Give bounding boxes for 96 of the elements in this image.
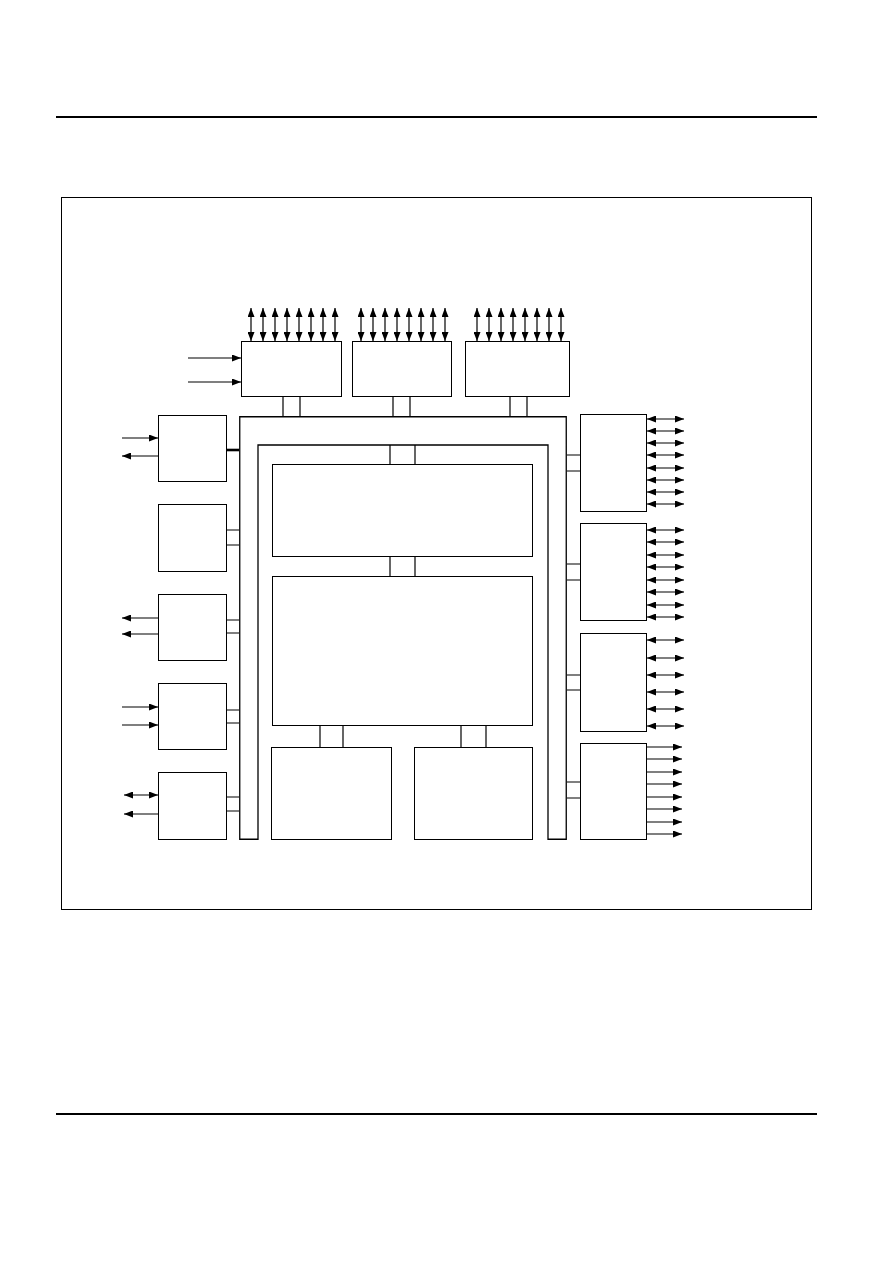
arrow xyxy=(646,538,685,546)
arrow xyxy=(121,703,159,711)
arrow xyxy=(646,654,685,662)
function-block xyxy=(352,341,452,397)
function-block xyxy=(271,747,392,840)
arrow xyxy=(646,613,685,621)
bus-connector xyxy=(226,709,240,724)
arrow xyxy=(123,810,159,818)
bus-connector xyxy=(392,396,411,417)
arrow xyxy=(646,743,683,751)
arrow xyxy=(533,307,541,342)
bus-connector xyxy=(319,725,344,748)
arrow xyxy=(646,551,685,559)
bus-connector xyxy=(460,725,487,748)
arrow xyxy=(646,588,685,596)
arrow xyxy=(646,636,685,644)
arrow xyxy=(646,768,683,776)
arrow xyxy=(646,688,685,696)
function-block xyxy=(580,414,647,512)
arrow xyxy=(646,488,685,496)
arrow xyxy=(646,500,685,508)
function-block xyxy=(158,594,227,661)
function-block xyxy=(580,633,647,732)
arrow xyxy=(646,563,685,571)
arrow xyxy=(187,354,242,362)
arrow xyxy=(121,721,159,729)
bus-connector xyxy=(566,563,581,581)
arrow xyxy=(646,427,685,435)
arrow xyxy=(271,307,279,342)
arrow xyxy=(441,307,449,342)
arrow xyxy=(646,439,685,447)
arrow xyxy=(497,307,505,342)
bus-connector xyxy=(566,781,581,799)
arrow xyxy=(187,378,242,386)
arrow xyxy=(646,805,683,813)
bus-connector xyxy=(566,674,581,691)
arrow xyxy=(295,307,303,342)
arrow xyxy=(417,307,425,342)
arrow xyxy=(283,307,291,342)
arrow xyxy=(646,601,685,609)
function-block xyxy=(158,504,227,572)
arrow xyxy=(521,307,529,342)
arrow xyxy=(646,526,685,534)
bus-connector xyxy=(566,454,581,472)
bus-band xyxy=(239,416,567,840)
bus-connector xyxy=(226,619,240,634)
bus-connector xyxy=(389,444,416,465)
function-block xyxy=(272,464,533,557)
arrow xyxy=(646,793,683,801)
arrow xyxy=(509,307,517,342)
function-block xyxy=(414,747,533,840)
arrow xyxy=(369,307,377,342)
arrow xyxy=(357,307,365,342)
arrow xyxy=(247,307,255,342)
arrow xyxy=(646,671,685,679)
arrow xyxy=(646,464,685,472)
arrow xyxy=(259,307,267,342)
arrow xyxy=(646,451,685,459)
bus-connector xyxy=(226,796,240,812)
arrow xyxy=(429,307,437,342)
arrow xyxy=(473,307,481,342)
arrow xyxy=(121,434,159,442)
arrow xyxy=(405,307,413,342)
arrow xyxy=(307,307,315,342)
bus-connector xyxy=(389,556,416,577)
arrow xyxy=(646,476,685,484)
arrow xyxy=(646,755,683,763)
arrow xyxy=(646,722,685,730)
function-block xyxy=(580,743,647,840)
function-block xyxy=(272,576,533,726)
function-block xyxy=(580,523,647,621)
arrow xyxy=(646,415,685,423)
function-block xyxy=(241,341,342,397)
arrow xyxy=(646,830,683,838)
arrow xyxy=(121,630,159,638)
function-block xyxy=(158,772,227,840)
function-block xyxy=(158,683,227,750)
arrow xyxy=(646,818,683,826)
arrow xyxy=(646,705,685,713)
bus-connector xyxy=(282,396,301,417)
arrow xyxy=(121,614,159,622)
bus-connector xyxy=(226,529,240,546)
arrow xyxy=(319,307,327,342)
function-block xyxy=(158,415,227,482)
arrow xyxy=(557,307,565,342)
arrow xyxy=(646,780,683,788)
arrow xyxy=(646,576,685,584)
arrow xyxy=(393,307,401,342)
arrow xyxy=(485,307,493,342)
arrow xyxy=(121,452,159,460)
arrow xyxy=(381,307,389,342)
bus-connector xyxy=(509,396,528,417)
arrow xyxy=(331,307,339,342)
function-block xyxy=(465,341,570,397)
arrow xyxy=(545,307,553,342)
arrow xyxy=(123,791,159,799)
